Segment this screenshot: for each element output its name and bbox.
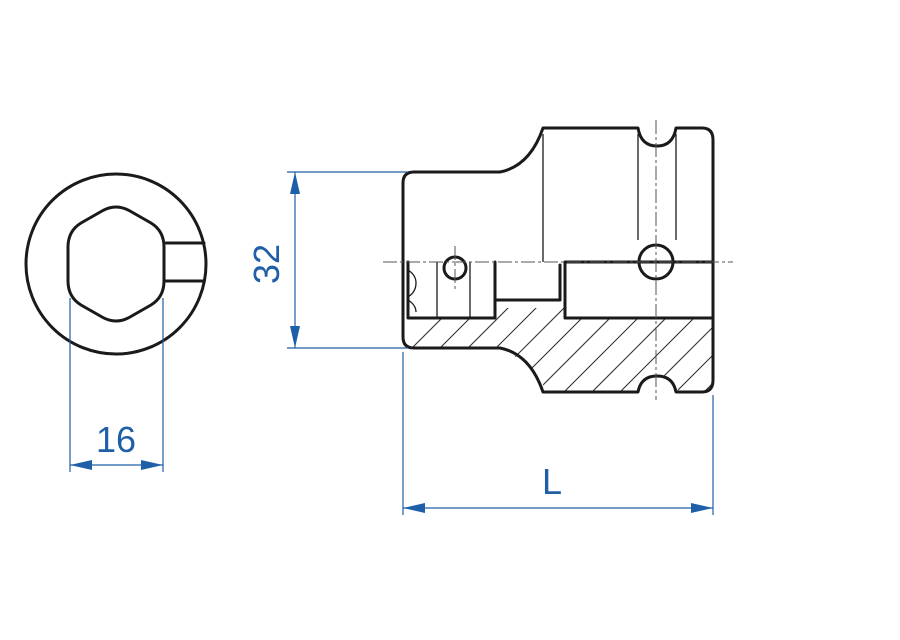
dimension-16: 16 xyxy=(69,298,164,472)
internal-bore xyxy=(406,260,497,320)
outer-diameter-label: 32 xyxy=(246,244,287,284)
width-across-flats-label: 16 xyxy=(96,419,136,460)
hex-opening xyxy=(66,205,166,323)
socket-body-outline xyxy=(401,126,715,394)
length-label: L xyxy=(542,461,562,502)
hex-inner-edges xyxy=(436,262,471,318)
section-hatching xyxy=(408,308,713,392)
drive-square xyxy=(493,260,715,320)
side-view xyxy=(383,120,733,400)
end-view xyxy=(24,172,208,356)
dimension-length: L xyxy=(402,352,714,515)
hex-flat-edges xyxy=(407,269,417,313)
socket-end-circle xyxy=(24,172,208,356)
retaining-pin-slot xyxy=(164,241,206,283)
dimension-32: 32 xyxy=(246,171,408,349)
groove-line xyxy=(637,134,677,240)
